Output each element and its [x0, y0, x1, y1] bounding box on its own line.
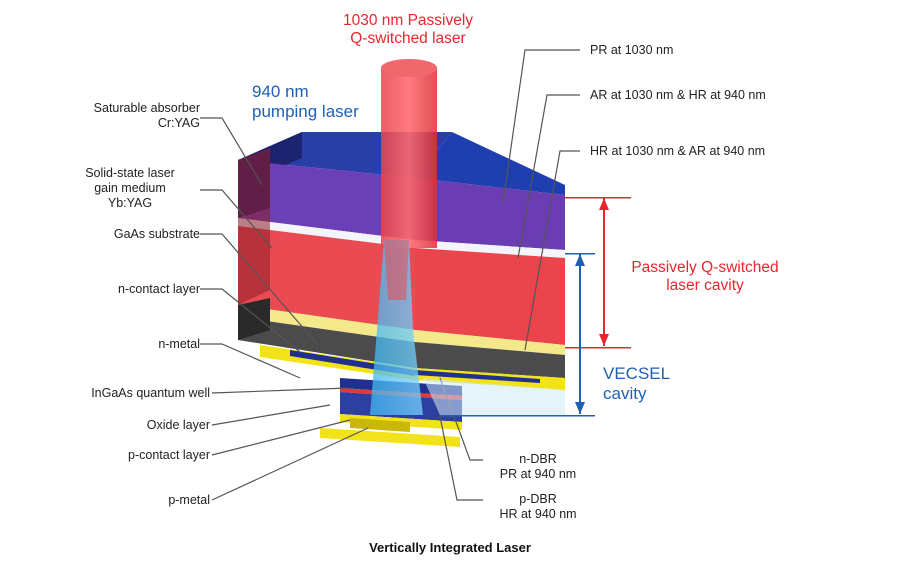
substrate-dark-left	[238, 317, 415, 368]
p-metal-base	[320, 428, 460, 447]
diagram-title: Vertically Integrated Laser	[369, 540, 531, 555]
right-block	[415, 132, 565, 390]
label-hr-ar: HR at 1030 nm & AR at 940 nm	[590, 144, 766, 158]
label-gaas-substrate: GaAs substrate	[113, 227, 200, 241]
output-beam	[381, 68, 437, 248]
label-ar-hr: AR at 1030 nm & HR at 940 nm	[590, 88, 766, 102]
leader-lines-right	[434, 49, 580, 501]
label-pr-1030: PR at 1030 nm	[590, 43, 674, 57]
absorber-top-right	[415, 132, 565, 195]
label-n-contact: n-contact layer	[118, 282, 200, 296]
saturable-absorber-left	[238, 160, 415, 240]
leader-lines-left	[200, 117, 369, 501]
n-contact-left	[238, 305, 415, 342]
pump-beam	[370, 240, 423, 415]
label-p-contact: p-contact layer	[128, 448, 210, 462]
label-quantum-well: InGaAs quantum well	[91, 386, 210, 400]
label-p-metal: p-metal	[168, 493, 210, 507]
gain-medium-right	[415, 248, 565, 345]
beams	[370, 59, 437, 415]
label-n-metal: n-metal	[158, 337, 200, 351]
label-oxide-layer: Oxide layer	[146, 418, 210, 432]
cavity-brackets	[423, 197, 631, 417]
